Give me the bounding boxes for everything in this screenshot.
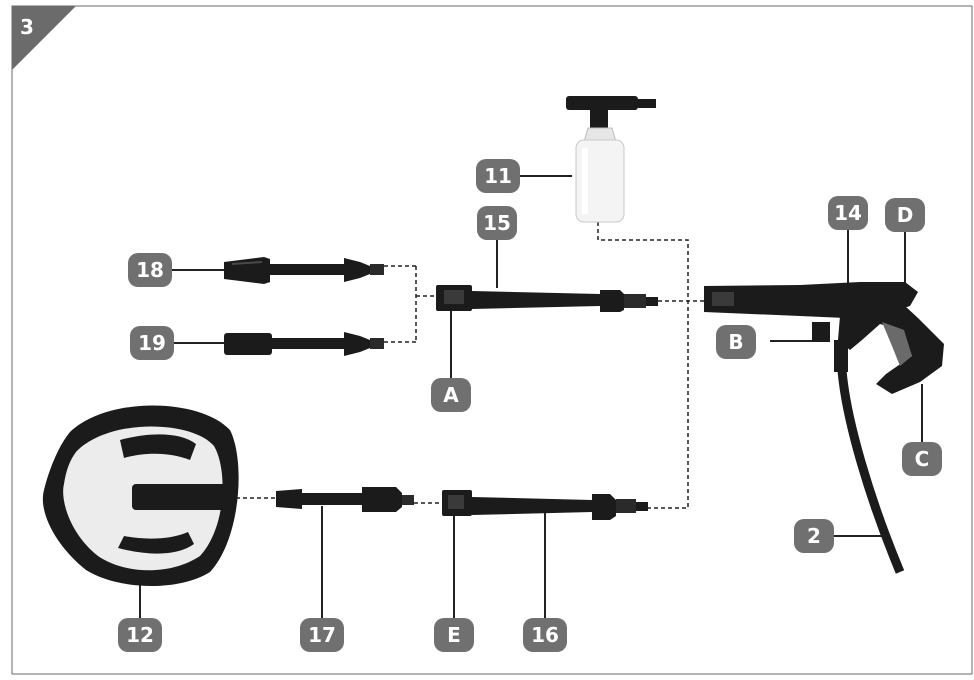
badge-18-label: 18 [136, 258, 164, 282]
figure-number: 3 [20, 15, 34, 39]
badge-16: 16 [523, 618, 567, 652]
badge-18: 18 [128, 253, 172, 287]
figure-number-corner [12, 6, 76, 70]
badge-19: 19 [130, 326, 174, 360]
badge-e: E [434, 618, 474, 652]
nozzle-19-part [224, 332, 384, 356]
badge-a: A [431, 378, 471, 412]
badge-14-label: 14 [834, 201, 862, 225]
badge-14: 14 [828, 196, 868, 230]
badge-17-label: 17 [308, 623, 336, 647]
badge-12: 12 [118, 618, 162, 652]
lance-part [436, 285, 658, 312]
nozzle-18-part [224, 257, 384, 284]
badge-2-label: 2 [807, 524, 821, 548]
detergent-bottle-part [566, 96, 656, 223]
extension-lance-part [442, 490, 648, 520]
adapter-part [276, 487, 414, 512]
badge-11: 11 [476, 159, 520, 193]
badge-12-label: 12 [126, 623, 154, 647]
figure-frame [11, 5, 973, 675]
badge-11-label: 11 [484, 164, 512, 188]
badge-15: 15 [477, 206, 517, 240]
badge-2: 2 [794, 519, 834, 553]
badge-b: B [716, 325, 756, 359]
badge-b-label: B [728, 330, 743, 354]
badge-c: C [902, 442, 942, 476]
badge-19-label: 19 [138, 331, 166, 355]
surface-cleaner-part [42, 405, 239, 587]
badge-15-label: 15 [483, 211, 511, 235]
badge-c-label: C [915, 447, 930, 471]
connection-lines [236, 222, 706, 509]
badge-a-label: A [443, 383, 459, 407]
badge-d-label: D [897, 203, 914, 227]
trigger-gun-part [704, 282, 944, 574]
badge-d: D [885, 198, 925, 232]
badge-16-label: 16 [531, 623, 559, 647]
badge-e-label: E [447, 623, 461, 647]
badge-17: 17 [300, 618, 344, 652]
